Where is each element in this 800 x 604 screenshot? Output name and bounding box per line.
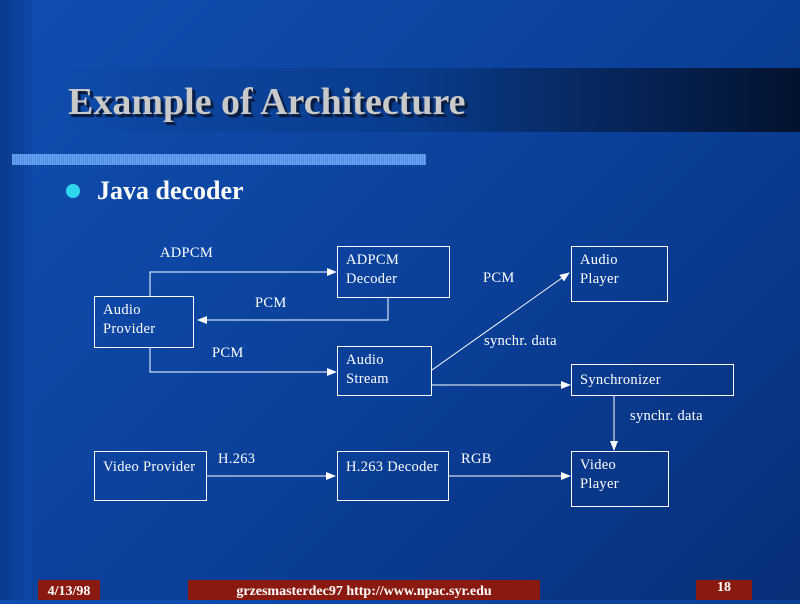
node-audio-provider: Audio Provider [94, 296, 194, 348]
slide-left-band [0, 0, 32, 600]
edge-label-rgb: RGB [461, 451, 492, 467]
footer-source: grzesmasterdec97 http://www.npac.syr.edu [188, 580, 540, 600]
bullet-text: Java decoder [97, 176, 244, 205]
edge-label-adpcm: ADPCM [160, 245, 214, 261]
edge-label-pcm-to-player: PCM [483, 270, 515, 286]
title-underline [12, 154, 426, 165]
node-h263-decoder-label: H.263 Decoder [346, 459, 439, 475]
node-video-player-label: Video Player [580, 457, 619, 492]
footer-date: 4/13/98 [38, 580, 100, 600]
node-video-provider: Video Provider [94, 451, 207, 501]
node-video-player: Video Player [571, 451, 669, 507]
edge-label-synchr-upper: synchr. data [484, 333, 557, 349]
edge-provider-to-stream [149, 347, 337, 376]
edge-label-h263: H.263 [218, 451, 256, 467]
node-adpcm-decoder-label: ADPCM Decoder [346, 252, 400, 287]
node-audio-stream-label: Audio Stream [346, 352, 389, 387]
edge-label-pcm-back: PCM [255, 295, 287, 311]
edge-stream-to-player [431, 272, 570, 371]
node-adpcm-decoder: ADPCM Decoder [337, 246, 450, 298]
node-audio-stream: Audio Stream [337, 346, 432, 396]
title-bar [62, 68, 800, 132]
node-audio-player: Audio Player [571, 246, 668, 302]
footer-page-number: 18 [696, 580, 752, 600]
node-audio-provider-label: Audio Provider [103, 302, 156, 337]
node-h263-decoder: H.263 Decoder [337, 451, 449, 501]
slide-title: Example of Architecture [68, 81, 466, 123]
edge-label-synchr-lower: synchr. data [630, 408, 703, 424]
node-synchronizer: Synchronizer [571, 364, 734, 396]
node-video-provider-label: Video Provider [103, 459, 196, 475]
edge-provider-to-decoder [149, 268, 337, 296]
bullet-icon [66, 184, 80, 198]
node-synchronizer-label: Synchronizer [580, 372, 661, 388]
node-audio-player-label: Audio Player [580, 252, 619, 287]
edge-label-pcm-to-stream: PCM [212, 345, 244, 361]
edge-decoder-to-provider [197, 297, 389, 324]
